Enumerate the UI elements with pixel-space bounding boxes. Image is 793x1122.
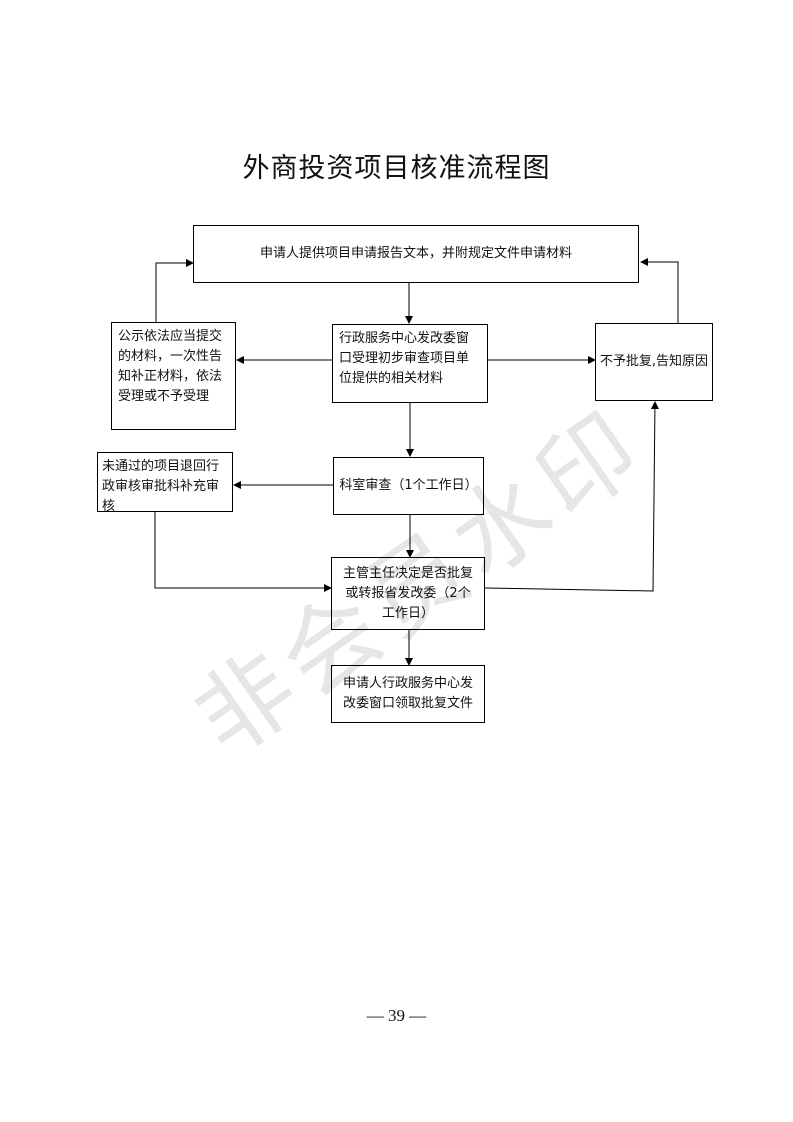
arrow-director-to-reject [484,401,659,592]
box-notice: 公示依法应当提交的材料，一次性告知补正材料，依法受理或不予受理 [111,322,236,430]
box-reject: 不予批复,告知原因 [595,323,713,401]
box-window: 行政服务中心发改委窗口受理初步审查项目单位提供的相关材料 [332,324,488,403]
arrow-notice-to-apply [155,259,194,322]
arrow-return-to-director [154,512,332,592]
box-apply: 申请人提供项目申请报告文本，并附规定文件申请材料 [193,225,639,283]
box-dept: 科室审查（1个工作日） [333,457,484,515]
box-return: 未通过的项目退回行政审核审批科补充审核 [97,452,233,514]
page-number: — 39 — [366,1006,427,1025]
page-title: 外商投资项目核准流程图 [242,153,551,184]
arrow-reject-to-apply [640,258,679,323]
box-director: 主管主任决定是否批复或转报省发改委（2个工作日） [331,557,485,630]
box-collect: 申请人行政服务中心发改委窗口领取批复文件 [331,665,485,723]
